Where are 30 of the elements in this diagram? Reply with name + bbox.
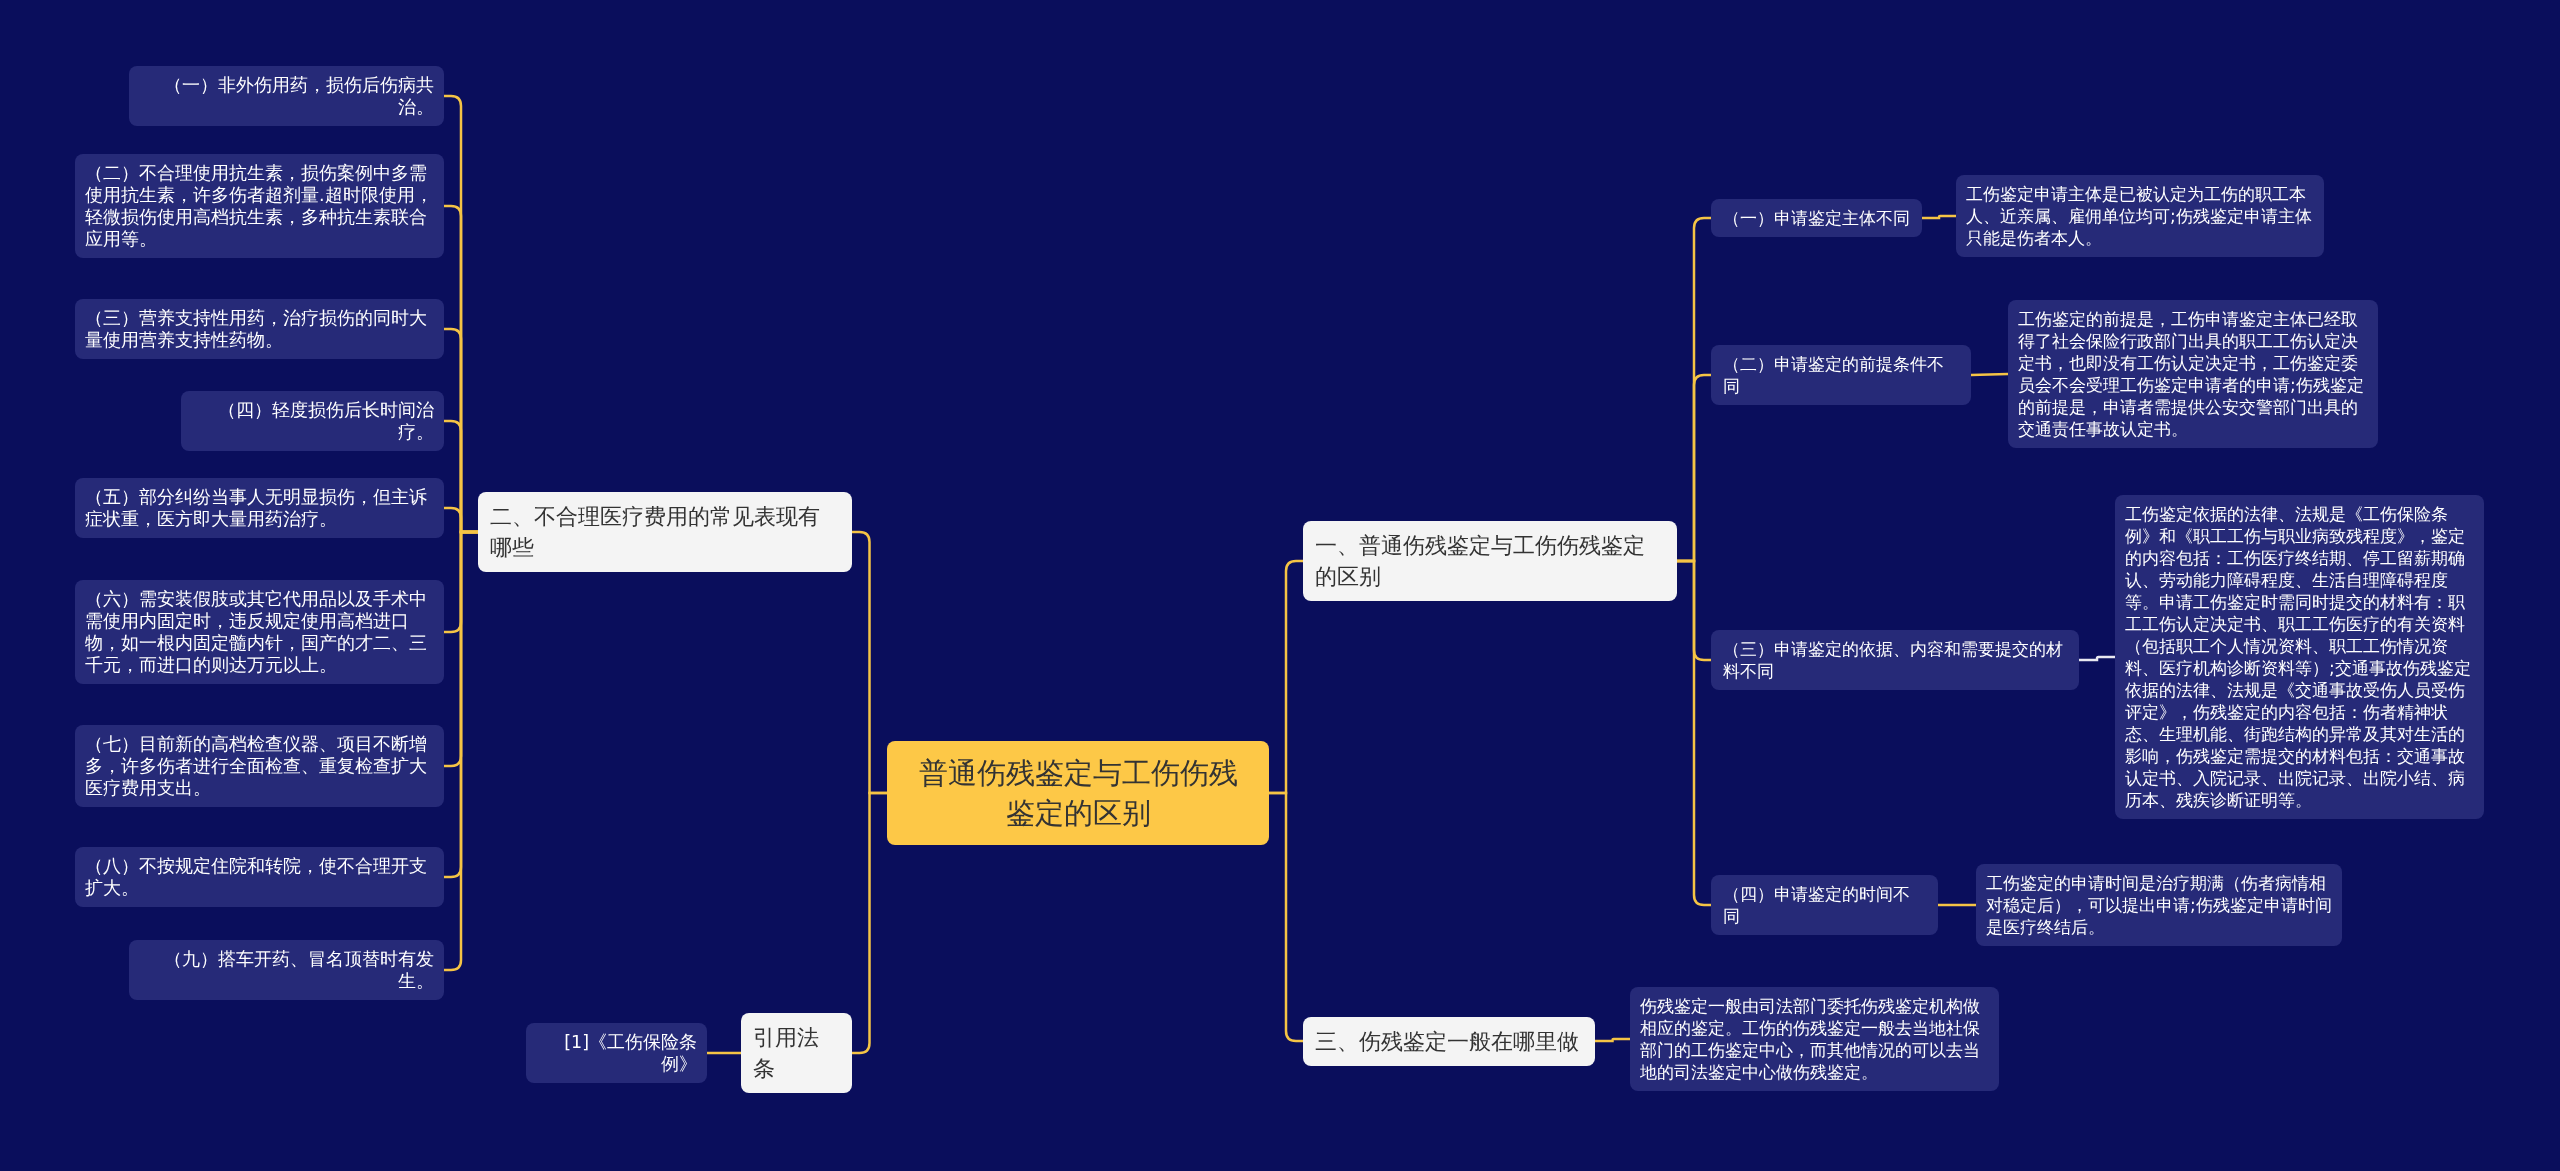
connector-line — [1595, 1037, 1630, 1043]
item-box: （六）需安装假肢或其它代用品以及手术中需使用内固定时，违反规定使用高档进口物，如一根内固定髓内针，国产的才二、三千元，而进口的则达万元以上。 — [75, 580, 444, 684]
detail-box: 工伤鉴定申请主体是已被认定为工伤的职工本人、近亲属、雇佣单位均可;伤残鉴定申请主体只能是伤者本人。 — [1956, 175, 2324, 257]
connector-line — [1970, 372, 2009, 377]
item-box: （四）轻度损伤后长时间治疗。 — [181, 391, 444, 451]
item-box: （八）不按规定住院和转院，使不合理开支扩大。 — [75, 847, 444, 907]
subtopic-box: （二）申请鉴定的前提条件不同 — [1711, 345, 1971, 405]
item-box: （三）营养支持性用药，治疗损伤的同时大量使用营养支持性药物。 — [75, 299, 444, 359]
item-box: （一）非外伤用药，损伤后伤病共治。 — [129, 66, 444, 126]
connector-line — [2079, 655, 2115, 662]
item-box: （九）搭车开药、冒名顶替时有发生。 — [129, 940, 444, 1000]
connector-line — [707, 1051, 741, 1055]
subtopic-box: （一）申请鉴定主体不同 — [1711, 199, 1922, 237]
detail-box: 工伤鉴定依据的法律、法规是《工伤保险条例》和《职工工伤与职业病致残程度》，鉴定的内容包括：工伤医疗终结期、停工留薪期确认、劳动能力障碍程度、生活自理障碍程度等。申请工伤鉴定时需同时提交的材料有：职工工伤认定决定书、职工工伤医疗的有关资料（包括职工个人情况资料、职工工伤情况资料、医疗机构诊断资料等）;交通事故伤残鉴定依据的法律、法规是《交通事故受伤人员受伤评定》，伤残鉴定的内容包括：伤者精神状态、生理机能、街跑结构的异常及其对生活的影响，伤残鉴定需提交的材料包括：交通事故认定书、入院记录、出院记录、出院小结、病历本、残疾诊断证明等。 — [2115, 495, 2484, 819]
connector-line — [1938, 903, 1976, 907]
topic-box: 引用法条 — [741, 1013, 852, 1093]
subtopic-box: （三）申请鉴定的依据、内容和需要提交的材料不同 — [1711, 630, 2079, 690]
detail-box: 工伤鉴定的申请时间是治疗期满（伤者病情相对稳定后），可以提出申请;伤残鉴定申请时间是医疗终结后。 — [1976, 864, 2342, 946]
topic-box: 三、伤残鉴定一般在哪里做 — [1303, 1016, 1595, 1066]
center-topic-box: 普通伤残鉴定与工伤伤残鉴定的区别 — [887, 741, 1269, 845]
citation-box: [1]《工伤保险条例》 — [526, 1023, 707, 1083]
detail-box: 工伤鉴定的前提是，工伤申请鉴定主体已经取得了社会保险行政部门出具的职工工伤认定决定书，也即没有工伤认定决定书，工伤鉴定委员会不会受理工伤鉴定申请者的申请;伤残鉴定的前提是，申请者需提供公安交警部门出具的交通责任事故认定书。 — [2008, 300, 2378, 448]
topic-box: 二、不合理医疗费用的常见表现有哪些 — [478, 492, 852, 572]
topic-box: 一、普通伤残鉴定与工伤伤残鉴定的区别 — [1303, 521, 1677, 601]
item-box: （七）目前新的高档检查仪器、项目不断增多，许多伤者进行全面检查、重复检查扩大医疗费用支出。 — [75, 725, 444, 807]
detail-box: 伤残鉴定一般由司法部门委托伤残鉴定机构做相应的鉴定。工伤的伤残鉴定一般去当地社保部门的工伤鉴定中心，而其他情况的可以去当地的司法鉴定中心做伤残鉴定。 — [1630, 987, 1999, 1091]
item-box: （五）部分纠纷当事人无明显损伤，但主诉症状重，医方即大量用药治疗。 — [75, 478, 444, 538]
subtopic-box: （四）申请鉴定的时间不同 — [1711, 875, 1938, 935]
item-box: （二）不合理使用抗生素，损伤案例中多需使用抗生素，许多伤者超剂量.超时限使用，轻微损伤使用高档抗生素，多种抗生素联合应用等。 — [75, 154, 444, 258]
connector-line — [1922, 214, 1956, 220]
